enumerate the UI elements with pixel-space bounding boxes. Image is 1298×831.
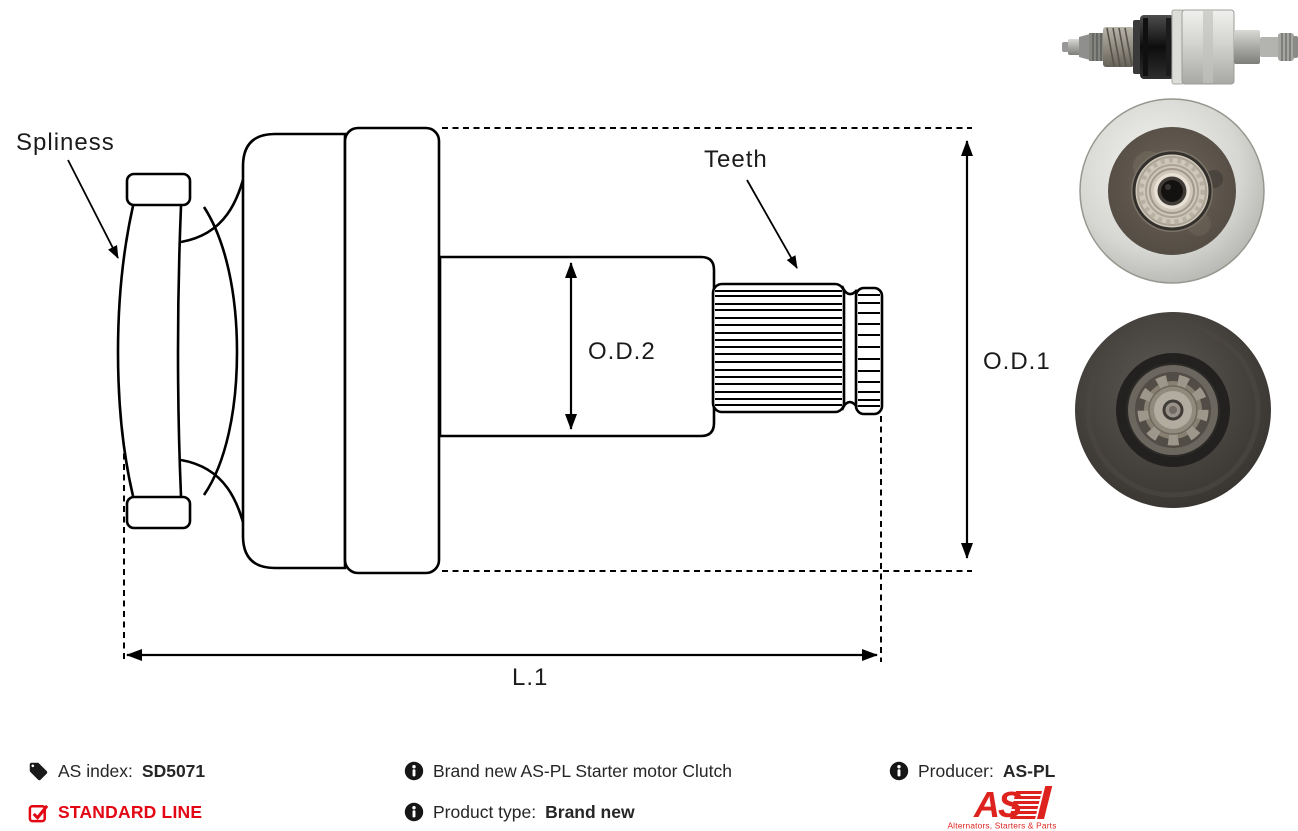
standard-line-item: STANDARD LINE <box>28 801 202 823</box>
teeth-lines <box>715 289 880 408</box>
product-type-value: Brand new <box>545 801 635 822</box>
logo-tagline: Alternators, Starters & Parts <box>947 821 1056 831</box>
dimension-labels: Spliness Teeth O.D.2 O.D.1 L.1 <box>16 129 1050 691</box>
info-icon <box>889 761 909 781</box>
label-l1: L.1 <box>512 664 548 691</box>
producer-value: AS-PL <box>1002 760 1056 781</box>
spliness-leader-arrow <box>67 159 119 259</box>
cone-section <box>241 132 347 570</box>
photo-bendix-front-view <box>1075 312 1271 508</box>
product-type-item: Product type: Brand new <box>404 801 635 823</box>
teeth-leader-arrow <box>746 179 798 269</box>
as-index-label: AS index: <box>58 760 133 781</box>
info-icon <box>404 761 424 781</box>
standard-line-label: STANDARD LINE <box>58 801 203 822</box>
info-icon <box>404 802 424 822</box>
clutch-body-outline <box>116 126 716 575</box>
label-od2: O.D.2 <box>588 338 656 365</box>
as-pl-logo: AS Alternators, Starters & Parts <box>947 784 1056 831</box>
description-item: Brand new AS-PL Starter motor Clutch <box>404 760 732 782</box>
label-od1: O.D.1 <box>983 348 1050 375</box>
logo-stripes <box>1010 786 1053 819</box>
product-type-label: Product type: <box>433 801 537 822</box>
photo-bendix-rear-view <box>1079 98 1265 284</box>
tag-icon <box>29 762 48 780</box>
dimension-arrows <box>67 140 973 661</box>
producer-item: Producer: AS-PL <box>889 760 1055 782</box>
label-spliness: Spliness <box>16 129 115 156</box>
extension-lines <box>123 127 972 662</box>
description-text: Brand new AS-PL Starter motor Clutch <box>433 760 732 781</box>
technical-drawing: Spliness Teeth O.D.2 O.D.1 L.1 <box>16 126 1050 691</box>
photo-bendix-side-view <box>1062 9 1298 85</box>
housing-cylinder <box>343 126 441 575</box>
as-index-value: SD5071 <box>141 760 206 781</box>
pinion-teeth <box>711 282 884 416</box>
clutch-drum-photo <box>1140 15 1174 79</box>
label-teeth: Teeth <box>704 146 768 173</box>
as-index-item: AS index: SD5071 <box>28 760 205 782</box>
spline-bottom-block <box>125 495 192 530</box>
spline-top-block <box>125 172 192 207</box>
shaft-section <box>438 255 716 438</box>
producer-label: Producer: <box>918 760 994 781</box>
checked-checkbox-icon <box>28 804 49 822</box>
